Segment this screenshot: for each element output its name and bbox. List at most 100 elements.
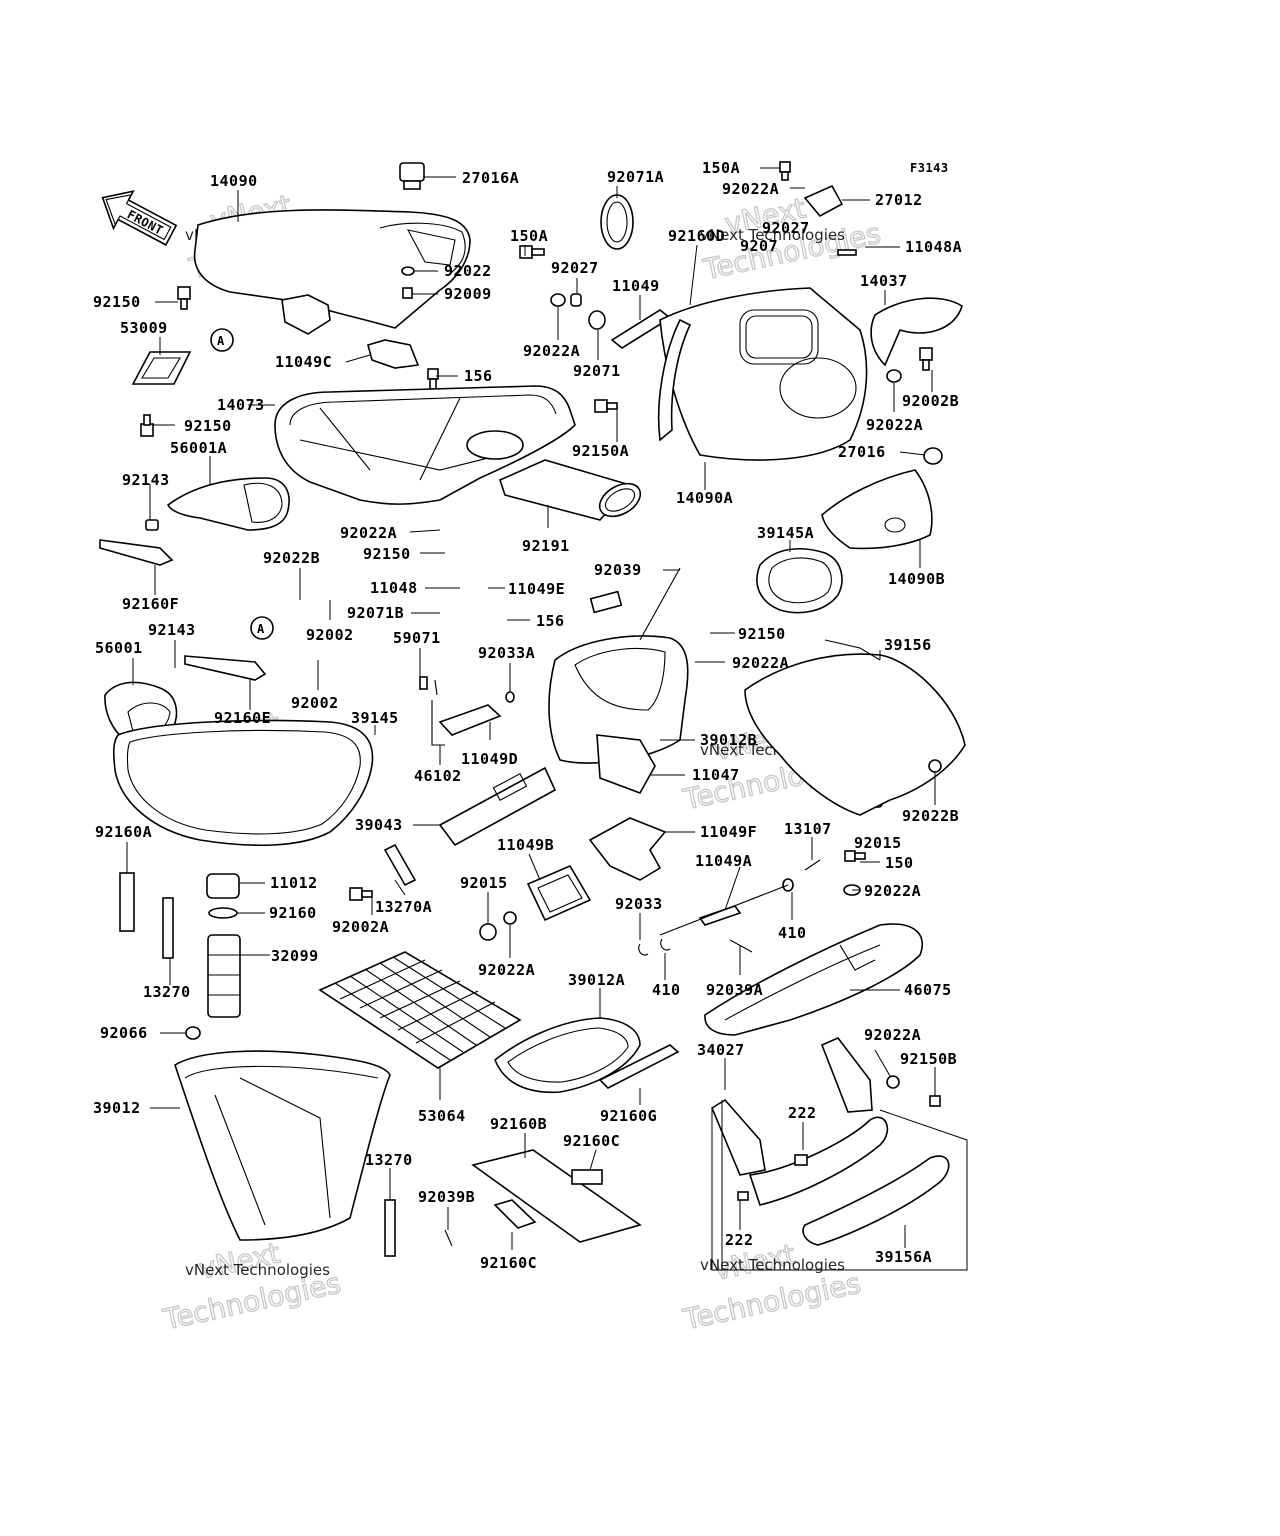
bolt-icons <box>140 161 933 437</box>
label-92150B: 92150B <box>900 1050 957 1068</box>
label-27016: 27016 <box>838 443 886 461</box>
mirror-a-shape <box>166 477 290 531</box>
label-92022A-h: 92022A <box>864 1026 921 1044</box>
label-92071A: 92071A <box>607 168 664 186</box>
label-14073: 14073 <box>217 396 265 414</box>
label-56001A: 56001A <box>170 439 227 457</box>
label-13270-b: 13270 <box>365 1151 413 1169</box>
cargo-net-shape <box>318 951 522 1069</box>
label-39012: 39012 <box>93 1099 141 1117</box>
label-27016A: 27016A <box>462 169 519 187</box>
label-92143-b: 92143 <box>148 621 196 639</box>
label-92022A-top: 92022A <box>722 180 779 198</box>
label-92027-top: 92027 <box>762 219 810 237</box>
label-92002-b: 92002 <box>291 694 339 712</box>
label-92071B: 92071B <box>347 604 404 622</box>
rear-handle-shape <box>704 923 924 1036</box>
callout-a-1 <box>210 328 234 352</box>
callout-a-2-label: A <box>257 622 265 636</box>
label-92015-b: 92015 <box>460 874 508 892</box>
label-14090A: 14090A <box>676 489 733 507</box>
label-39012B: 39012B <box>700 731 757 749</box>
label-11049: 11049 <box>612 277 660 295</box>
label-14090B: 14090B <box>888 570 945 588</box>
label-92191: 92191 <box>522 537 570 555</box>
label-92022A-g: 92022A <box>478 961 535 979</box>
label-11012: 11012 <box>270 874 318 892</box>
cover-pad-shape <box>281 294 331 335</box>
label-92160B: 92160B <box>490 1115 547 1133</box>
label-92002A: 92002A <box>332 918 389 936</box>
label-92160C-b: 92160C <box>480 1254 537 1272</box>
label-92022-a: 92022 <box>444 262 492 280</box>
label-92022B-a: 92022B <box>263 549 320 567</box>
label-410-a: 410 <box>778 924 807 942</box>
label-92143-a: 92143 <box>122 471 170 489</box>
label-92160C-a: 92160C <box>563 1132 620 1150</box>
label-39156: 39156 <box>884 636 932 654</box>
label-92160D: 92160D <box>668 227 725 245</box>
label-14090: 14090 <box>210 172 258 190</box>
label-53009: 53009 <box>120 319 168 337</box>
watermark-small-2: vNext Technologies <box>700 226 845 244</box>
label-150A-top: 150A <box>702 159 740 177</box>
label-32099: 32099 <box>271 947 319 965</box>
label-92002B: 92002B <box>902 392 959 410</box>
label-11049F: 11049F <box>700 823 757 841</box>
label-9207-top: 9207 <box>740 237 778 255</box>
label-92039A: 92039A <box>706 981 763 999</box>
label-92071: 92071 <box>573 362 621 380</box>
label-39156A: 39156A <box>875 1248 932 1266</box>
deck-frame-shape <box>274 385 576 505</box>
label-92160G: 92160G <box>600 1107 657 1125</box>
label-92066: 92066 <box>100 1024 148 1042</box>
label-92150-a: 92150 <box>93 293 141 311</box>
cowl-shape <box>744 653 966 816</box>
label-39012A: 39012A <box>568 971 625 989</box>
label-11049D: 11049D <box>461 750 518 768</box>
label-59071: 59071 <box>393 629 441 647</box>
label-34027: 34027 <box>697 1041 745 1059</box>
label-46075: 46075 <box>904 981 952 999</box>
label-92160E: 92160E <box>214 709 271 727</box>
label-56001: 56001 <box>95 639 143 657</box>
label-92022B-b: 92022B <box>902 807 959 825</box>
label-11047: 11047 <box>692 766 740 784</box>
label-11049B: 11049B <box>497 836 554 854</box>
label-92039B: 92039B <box>418 1188 475 1206</box>
gasket-a-shape <box>756 547 843 614</box>
label-13107: 13107 <box>784 820 832 838</box>
label-92033A: 92033A <box>478 644 535 662</box>
label-11049C: 11049C <box>275 353 332 371</box>
label-13270A: 13270A <box>375 898 432 916</box>
label-92039: 92039 <box>594 561 642 579</box>
front-arrow-icon: FRONT <box>101 190 178 246</box>
label-39145A: 39145A <box>757 524 814 542</box>
label-27012: 27012 <box>875 191 923 209</box>
label-11049E: 11049E <box>508 580 565 598</box>
leader-lines <box>126 167 968 1271</box>
label-92022A-b: 92022A <box>523 342 580 360</box>
label-410-b: 410 <box>652 981 681 999</box>
part-labels: 14090 27016A 92071A 150A 92022A 27012 92… <box>93 159 962 1272</box>
label-156-a: 156 <box>464 367 493 385</box>
callout-a-2 <box>250 616 274 640</box>
label-222-a: 222 <box>788 1104 817 1122</box>
cover-b-shape <box>821 469 933 550</box>
label-92150-d: 92150 <box>738 625 786 643</box>
label-11048: 11048 <box>370 579 418 597</box>
label-92009: 92009 <box>444 285 492 303</box>
label-92002-a: 92002 <box>306 626 354 644</box>
label-92033: 92033 <box>615 895 663 913</box>
parts-artwork: A A <box>99 161 966 1257</box>
label-92160F: 92160F <box>122 595 179 613</box>
label-92022A-c: 92022A <box>866 416 923 434</box>
label-92150-b: 92150 <box>184 417 232 435</box>
grab-handle-shape <box>710 1098 766 1176</box>
watermark-small-5: vNext Technologies <box>185 1261 330 1279</box>
top-cover-shape <box>193 209 471 329</box>
callout-a-1-label: A <box>217 334 225 348</box>
label-222-b: 222 <box>725 1231 754 1249</box>
label-14037: 14037 <box>860 272 908 290</box>
